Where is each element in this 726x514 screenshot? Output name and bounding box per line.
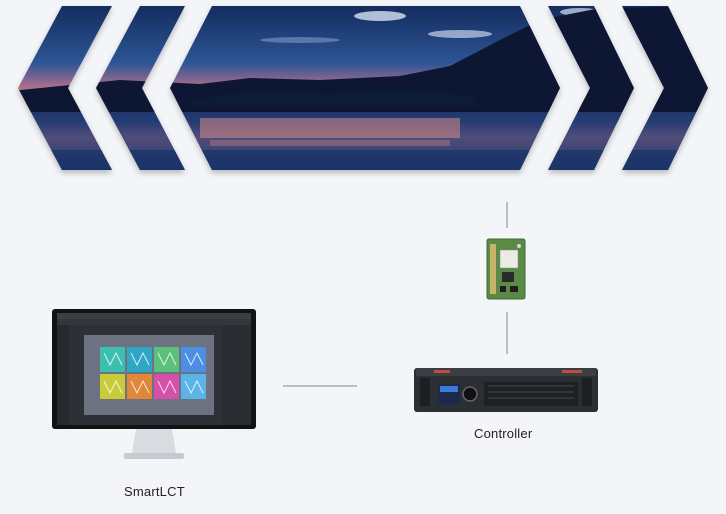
controller-label: Controller (474, 426, 533, 441)
led-display-panorama (18, 6, 708, 170)
connector-software-controller (283, 385, 357, 387)
smartlct-monitor-image (52, 309, 256, 459)
smartlct-label: SmartLCT (124, 484, 185, 499)
receiving-card-image (486, 238, 526, 300)
connector-receiver-controller (506, 312, 508, 354)
connector-display-receiver (506, 202, 508, 228)
controller-device-image (414, 368, 598, 412)
